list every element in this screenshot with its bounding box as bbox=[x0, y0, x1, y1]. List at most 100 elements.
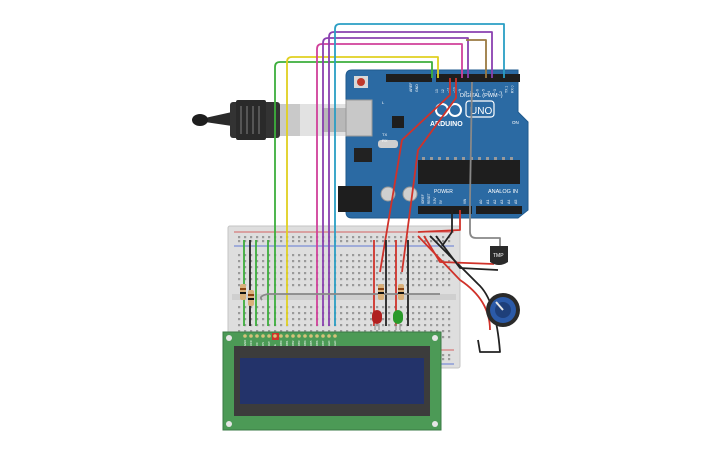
breadboard-hole bbox=[292, 312, 295, 315]
breadboard-hole bbox=[430, 272, 433, 275]
breadboard-hole bbox=[382, 236, 385, 239]
breadboard-hole bbox=[448, 272, 451, 275]
breadboard-hole bbox=[358, 278, 361, 281]
breadboard-hole bbox=[400, 240, 403, 243]
breadboard-hole bbox=[448, 240, 451, 243]
breadboard-hole bbox=[244, 318, 247, 321]
breadboard-hole bbox=[250, 236, 253, 239]
breadboard-hole bbox=[268, 260, 271, 263]
breadboard-hole bbox=[358, 330, 361, 333]
breadboard-hole bbox=[268, 236, 271, 239]
breadboard-hole bbox=[292, 254, 295, 257]
lcd-pin-label: E bbox=[273, 344, 277, 346]
breadboard-hole bbox=[370, 306, 373, 309]
breadboard-hole bbox=[412, 318, 415, 321]
breadboard-hole bbox=[358, 324, 361, 327]
breadboard-hole bbox=[358, 240, 361, 243]
breadboard-hole bbox=[244, 272, 247, 275]
vin-label: VIN bbox=[463, 198, 467, 204]
breadboard-hole bbox=[412, 236, 415, 239]
breadboard-hole bbox=[424, 312, 427, 315]
lcd-pin bbox=[273, 334, 277, 338]
breadboard-hole bbox=[412, 266, 415, 269]
lcd-pin bbox=[297, 334, 301, 338]
breadboard-hole bbox=[340, 236, 343, 239]
breadboard-hole bbox=[268, 330, 271, 333]
breadboard-hole bbox=[274, 330, 277, 333]
board-brand: ARDUINO bbox=[430, 121, 463, 128]
breadboard-hole bbox=[358, 266, 361, 269]
breadboard-hole bbox=[346, 306, 349, 309]
breadboard-hole bbox=[352, 324, 355, 327]
breadboard-hole bbox=[304, 260, 307, 263]
breadboard-hole bbox=[352, 272, 355, 275]
breadboard-hole bbox=[310, 278, 313, 281]
breadboard-hole bbox=[370, 318, 373, 321]
breadboard-hole bbox=[436, 266, 439, 269]
breadboard-hole bbox=[310, 236, 313, 239]
breadboard-hole bbox=[442, 266, 445, 269]
lcd-pin-label: DB7 bbox=[321, 340, 325, 346]
breadboard-hole bbox=[304, 254, 307, 257]
breadboard-hole bbox=[424, 240, 427, 243]
breadboard-hole bbox=[382, 278, 385, 281]
3v3-label: 3.3V bbox=[433, 197, 437, 204]
breadboard-hole bbox=[424, 260, 427, 263]
lcd-screen bbox=[240, 358, 424, 404]
breadboard-hole bbox=[412, 312, 415, 315]
breadboard-hole bbox=[352, 240, 355, 243]
breadboard-hole bbox=[292, 260, 295, 263]
breadboard-hole bbox=[448, 306, 451, 309]
breadboard-hole bbox=[370, 312, 373, 315]
breadboard-hole bbox=[400, 306, 403, 309]
lcd-pin bbox=[321, 334, 325, 338]
breadboard-hole bbox=[298, 278, 301, 281]
sensor-label: TMP bbox=[493, 253, 504, 259]
breadboard-hole bbox=[310, 266, 313, 269]
breadboard-hole bbox=[418, 254, 421, 257]
lcd-pin bbox=[333, 334, 337, 338]
breadboard-hole bbox=[400, 278, 403, 281]
breadboard-hole bbox=[340, 254, 343, 257]
breadboard-hole bbox=[280, 318, 283, 321]
breadboard-hole bbox=[388, 284, 391, 287]
breadboard-hole bbox=[238, 272, 241, 275]
breadboard-hole bbox=[376, 278, 379, 281]
tx-led-label: TX bbox=[382, 132, 387, 137]
wire-green-digital bbox=[274, 61, 433, 326]
breadboard-hole bbox=[364, 324, 367, 327]
lcd-pin-label: LED bbox=[333, 341, 337, 346]
breadboard-hole bbox=[262, 312, 265, 315]
breadboard-hole bbox=[304, 240, 307, 243]
red-led bbox=[372, 310, 382, 330]
breadboard-hole bbox=[250, 324, 253, 327]
breadboard-hole bbox=[250, 330, 253, 333]
breadboard-hole bbox=[262, 330, 265, 333]
breadboard-hole bbox=[364, 272, 367, 275]
usb-cable bbox=[192, 100, 348, 140]
breadboard-hole bbox=[304, 306, 307, 309]
breadboard-hole bbox=[376, 284, 379, 287]
breadboard-hole bbox=[250, 240, 253, 243]
breadboard-hole bbox=[412, 306, 415, 309]
breadboard-hole bbox=[340, 260, 343, 263]
breadboard-hole bbox=[400, 260, 403, 263]
breadboard-hole bbox=[388, 260, 391, 263]
breadboard-hole bbox=[436, 324, 439, 327]
breadboard-hole bbox=[388, 240, 391, 243]
breadboard-hole bbox=[286, 330, 289, 333]
lcd-pin bbox=[261, 334, 265, 338]
breadboard-hole bbox=[298, 236, 301, 239]
lcd-pin bbox=[267, 334, 271, 338]
breadboard-hole bbox=[376, 306, 379, 309]
potentiometer[interactable] bbox=[486, 293, 520, 327]
breadboard-hole bbox=[268, 318, 271, 321]
breadboard-hole bbox=[280, 330, 283, 333]
5v-label: 5V bbox=[439, 199, 443, 204]
breadboard-hole bbox=[436, 330, 439, 333]
breadboard-hole bbox=[394, 236, 397, 239]
breadboard-hole bbox=[364, 312, 367, 315]
breadboard-hole bbox=[310, 306, 313, 309]
breadboard-hole bbox=[256, 236, 259, 239]
